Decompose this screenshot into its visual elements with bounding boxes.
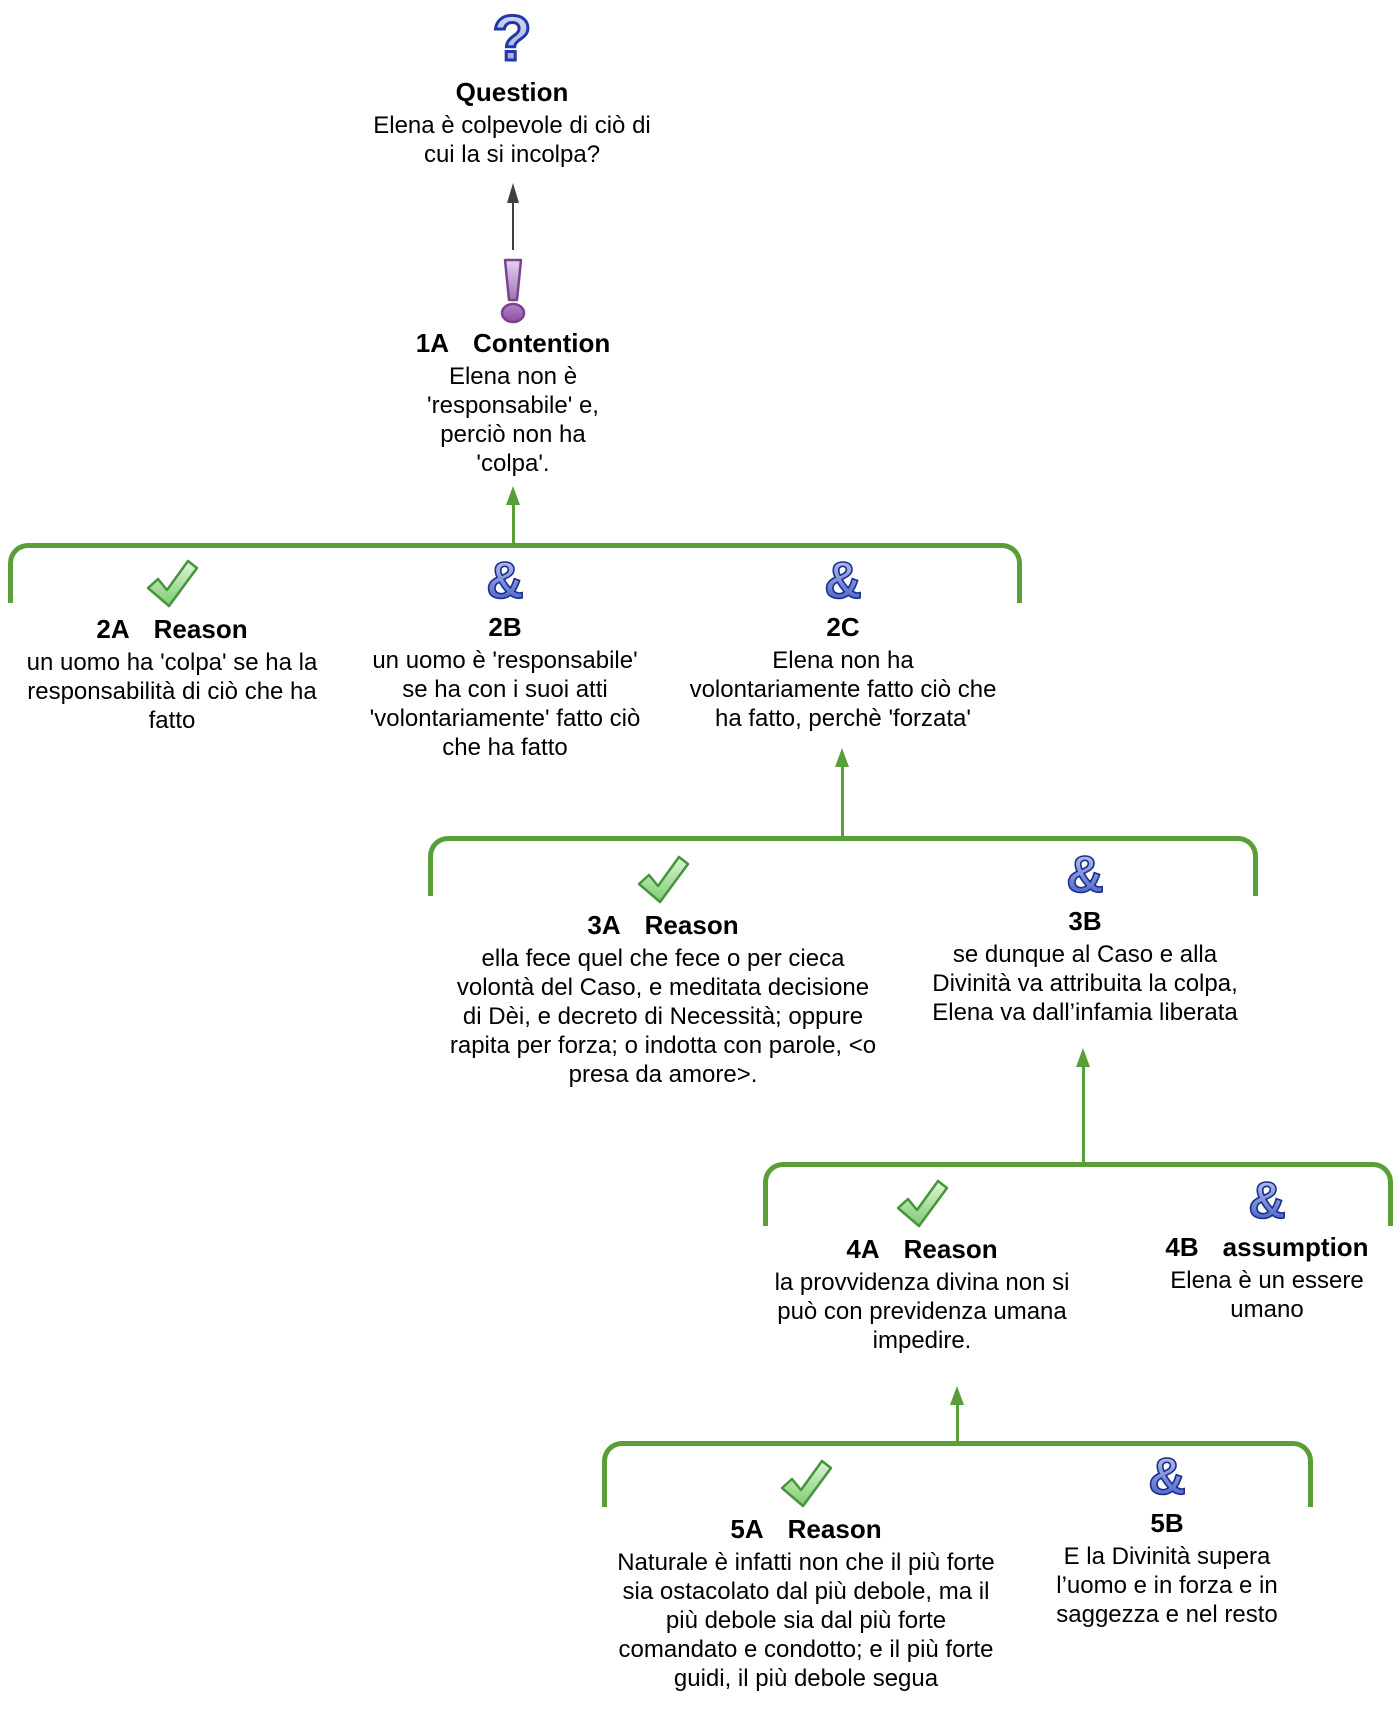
reason-5a-node[interactable]: 5A Reason Naturale è infatti non che il p… <box>606 1458 1006 1693</box>
node-label: 4B assumption <box>1165 1232 1368 1262</box>
group-bracket-level-5 <box>602 1441 1313 1507</box>
node-id-label: 5A <box>730 1514 764 1544</box>
node-label: 5B <box>1150 1508 1183 1538</box>
node-text: Elena non ha volontariamente fatto ciò c… <box>689 647 997 732</box>
node-text: un uomo ha 'colpa' se ha la responsabili… <box>26 649 318 734</box>
node-text: la provvidenza divina non si può con pre… <box>774 1269 1070 1354</box>
node-label: 3A Reason <box>587 910 738 940</box>
group-bracket-level-2 <box>8 543 1022 603</box>
reason-2a-node[interactable]: 2A Reason un uomo ha 'colpa' se ha la res… <box>12 558 332 735</box>
node-type-label: assumption <box>1222 1232 1369 1262</box>
ampersand-icon: & <box>478 551 532 611</box>
node-type-label: Reason <box>903 1234 998 1264</box>
check-icon <box>634 854 692 906</box>
node-text: un uomo è 'responsabile' se ha con i suo… <box>369 647 641 761</box>
node-label: 2B <box>488 612 521 642</box>
node-label: 2C <box>826 612 859 642</box>
node-text: Naturale è infatti non che il più forte … <box>617 1549 995 1692</box>
question-icon: ? <box>485 1 539 76</box>
node-text: Elena è colpevole di ciò di cui la si in… <box>373 112 651 168</box>
node-label: 2A Reason <box>96 614 247 644</box>
node-text: ella fece quel che fece o per cieca volo… <box>449 945 877 1088</box>
svg-text:&: & <box>486 554 524 608</box>
node-text: Elena è un essere umano <box>1170 1267 1364 1323</box>
assumption-4b-node[interactable]: & 4B assumption Elena è un essere umano <box>1147 1171 1387 1324</box>
reason-2b-node[interactable]: & 2B un uomo è 'responsabile' se ha con … <box>360 551 650 762</box>
node-label: 3B <box>1068 906 1101 936</box>
exclamation-icon <box>492 256 534 324</box>
reason-3b-node[interactable]: & 3B se dunque al Caso e alla Divinità v… <box>890 845 1280 1027</box>
node-id-label: 2A <box>96 614 130 644</box>
node-type-label: Contention <box>473 328 611 358</box>
ampersand-icon: & <box>1240 1171 1294 1231</box>
node-id-label: 3A <box>587 910 621 940</box>
node-text: E la Divinità supera l’uomo e in forza e… <box>1056 1543 1278 1628</box>
node-id-label: 1A <box>415 328 450 358</box>
arrow-level3-to-2c <box>835 748 849 837</box>
arrowhead-icon <box>835 748 849 767</box>
node-type-label: Reason <box>787 1514 882 1544</box>
svg-text:&: & <box>1066 848 1104 902</box>
reason-4a-node[interactable]: 4A Reason la provvidenza divina non si pu… <box>767 1178 1077 1355</box>
node-id-label: 4B <box>1165 1232 1199 1262</box>
check-icon <box>143 558 201 610</box>
ampersand-icon: & <box>1140 1447 1194 1507</box>
arrowhead-icon <box>507 183 519 203</box>
contention-node[interactable]: 1A Contention Elena non è 'responsabile' … <box>393 256 633 478</box>
node-type-label: Reason <box>644 910 739 940</box>
arrowhead-icon <box>950 1386 964 1405</box>
node-type-label: Reason <box>153 614 248 644</box>
node-label: 5A Reason <box>730 1514 881 1544</box>
check-icon <box>777 1458 835 1510</box>
arrow-contention-to-question <box>507 183 519 250</box>
svg-text:&: & <box>1248 1174 1286 1228</box>
node-id-label: 5B <box>1150 1508 1184 1538</box>
node-id-label: 2C <box>826 612 860 642</box>
question-node[interactable]: ? Question Elena è colpevole di ciò di c… <box>357 1 667 169</box>
node-text: Elena non è 'responsabile' e, perciò non… <box>427 363 599 477</box>
arrow-level4-to-3b <box>1076 1048 1090 1163</box>
reason-3a-node[interactable]: 3A Reason ella fece quel che fece o per c… <box>428 854 898 1089</box>
group-bracket-level-3 <box>428 836 1258 896</box>
check-icon <box>893 1178 951 1230</box>
node-id-label: 3B <box>1068 906 1102 936</box>
svg-text:?: ? <box>492 5 531 73</box>
node-label: 1A Contention <box>416 328 610 358</box>
arrow-level2-to-contention <box>506 486 520 544</box>
ampersand-icon: & <box>816 551 870 611</box>
reason-5b-node[interactable]: & 5B E la Divinità supera l’uomo e in fo… <box>1032 1447 1302 1629</box>
svg-text:&: & <box>824 554 862 608</box>
node-text: se dunque al Caso e alla Divinità va att… <box>932 941 1238 1026</box>
arrow-level5-to-4a <box>950 1386 964 1442</box>
group-bracket-level-4 <box>763 1162 1393 1226</box>
svg-text:&: & <box>1148 1450 1186 1504</box>
ampersand-icon: & <box>1058 845 1112 905</box>
node-id-label: 4A <box>846 1234 880 1264</box>
node-label: 4A Reason <box>846 1234 997 1264</box>
arrowhead-icon <box>506 486 520 505</box>
node-type-label: Question <box>455 77 569 107</box>
reason-2c-node[interactable]: & 2C Elena non ha volontariamente fatto … <box>673 551 1013 733</box>
node-id-label: 2B <box>488 612 522 642</box>
node-label: Question <box>456 77 569 107</box>
arrowhead-icon <box>1076 1048 1090 1067</box>
